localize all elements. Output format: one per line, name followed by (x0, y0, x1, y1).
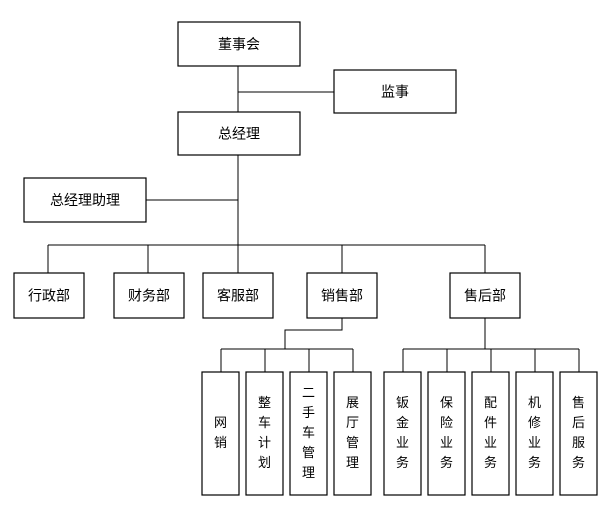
node-label-supervisor: 监事 (381, 85, 409, 101)
node-label-aftersales-unit-保险业务-char-0: 保 (440, 396, 453, 411)
connector-sales-drop (284, 318, 343, 349)
node-label-board: 董事会 (218, 37, 260, 53)
node-box-aftersales-unit-保险业务[interactable] (427, 371, 466, 496)
node-label-sales-unit-展厅管理-char-2: 管 (346, 436, 359, 451)
node-box-general_manager[interactable] (177, 111, 301, 156)
node-label-aftersales-unit-售后服务-char-2: 服 (572, 436, 585, 451)
node-box-department-财务部[interactable] (113, 272, 185, 319)
node-label-department-行政部: 行政部 (28, 289, 70, 305)
node-supervisor[interactable]: 监事 (333, 69, 457, 114)
node-label-sales-unit-二手车管理-char-4: 理 (302, 466, 315, 481)
node-box-board[interactable] (177, 21, 301, 67)
node-label-sales-unit-展厅管理-char-0: 展 (346, 396, 359, 411)
node-label-aftersales-unit-钣金业务-char-1: 金 (396, 415, 409, 431)
connector-layer (47, 66, 580, 372)
node-label-aftersales-unit-保险业务-char-1: 险 (440, 416, 453, 431)
node-label-aftersales-unit-配件业务-char-3: 务 (484, 455, 497, 471)
node-box-sales-unit-整车计划[interactable] (245, 371, 284, 496)
node-label-aftersales-unit-配件业务-char-1: 件 (484, 416, 497, 431)
node-label-sales-unit-二手车管理-char-0: 二 (302, 386, 315, 401)
node-label-sales-unit-展厅管理-char-1: 厅 (346, 416, 359, 431)
node-label-sales-unit-整车计划-char-2: 计 (258, 436, 271, 451)
node-box-supervisor[interactable] (333, 69, 457, 114)
node-department-财务部[interactable]: 财务部 (113, 272, 185, 319)
node-box-aftersales-unit-钣金业务[interactable] (383, 371, 422, 496)
node-label-aftersales-unit-配件业务-char-0: 配 (484, 396, 497, 411)
node-general_manager[interactable]: 总经理 (177, 111, 301, 156)
node-label-sales-unit-整车计划-char-0: 整 (258, 396, 271, 411)
node-label-aftersales-unit-钣金业务-char-3: 务 (396, 455, 409, 471)
node-label-gm_assistant: 总经理助理 (50, 193, 120, 209)
node-label-sales-unit-整车计划-char-3: 划 (258, 456, 271, 471)
node-label-aftersales-unit-售后服务-char-3: 务 (572, 455, 585, 471)
node-box-aftersales-unit-机修业务[interactable] (515, 371, 554, 496)
node-label-sales-unit-二手车管理-char-3: 管 (302, 446, 315, 461)
node-label-sales-unit-展厅管理-char-3: 理 (346, 456, 359, 471)
node-label-general_manager: 总经理 (218, 127, 260, 143)
node-box-department-售后部[interactable] (449, 272, 521, 319)
node-label-aftersales-unit-售后服务-char-1: 后 (572, 416, 585, 431)
node-label-aftersales-unit-售后服务-char-0: 售 (572, 395, 585, 411)
node-box-department-客服部[interactable] (202, 272, 274, 319)
node-box-department-销售部[interactable] (306, 272, 378, 319)
node-label-aftersales-unit-保险业务-char-2: 业 (440, 436, 453, 451)
node-label-sales-unit-网销-char-1: 销 (214, 436, 227, 451)
node-department-售后部[interactable]: 售后部 (449, 272, 521, 319)
node-label-aftersales-unit-机修业务-char-3: 务 (528, 455, 541, 471)
node-box-sales-unit-展厅管理[interactable] (333, 371, 372, 496)
node-label-department-售后部: 售后部 (464, 289, 506, 305)
node-label-aftersales-unit-机修业务-char-0: 机 (528, 396, 541, 411)
node-box-department-行政部[interactable] (13, 272, 85, 319)
node-label-aftersales-unit-钣金业务-char-2: 业 (396, 436, 409, 451)
node-label-sales-unit-二手车管理-char-1: 手 (302, 406, 315, 421)
node-label-aftersales-unit-机修业务-char-1: 修 (528, 416, 541, 431)
node-gm_assistant[interactable]: 总经理助理 (23, 177, 147, 223)
node-box-gm_assistant[interactable] (23, 177, 147, 223)
node-label-aftersales-unit-配件业务-char-2: 业 (484, 436, 497, 451)
node-label-aftersales-unit-机修业务-char-2: 业 (528, 436, 541, 451)
node-layer: 董事会监事总经理总经理助理行政部财务部客服部销售部售后部网销整车计划二手车管理展… (13, 21, 598, 496)
node-label-department-销售部: 销售部 (321, 289, 363, 305)
node-sales-unit-网销[interactable]: 网销 (201, 371, 240, 496)
node-department-销售部[interactable]: 销售部 (306, 272, 378, 319)
node-label-aftersales-unit-保险业务-char-3: 务 (440, 455, 453, 471)
node-board[interactable]: 董事会 (177, 21, 301, 67)
node-department-行政部[interactable]: 行政部 (13, 272, 85, 319)
node-label-department-客服部: 客服部 (217, 288, 259, 305)
node-label-aftersales-unit-钣金业务-char-0: 钣 (396, 396, 409, 411)
node-department-客服部[interactable]: 客服部 (202, 272, 274, 319)
node-box-aftersales-unit-售后服务[interactable] (559, 371, 598, 496)
node-label-sales-unit-整车计划-char-1: 车 (258, 415, 271, 431)
node-box-sales-unit-网销[interactable] (201, 371, 240, 496)
node-label-sales-unit-网销-char-0: 网 (214, 416, 227, 431)
node-box-aftersales-unit-配件业务[interactable] (471, 371, 510, 496)
node-label-sales-unit-二手车管理-char-2: 车 (302, 425, 315, 441)
node-label-department-财务部: 财务部 (128, 289, 170, 305)
node-box-sales-unit-二手车管理[interactable] (289, 371, 328, 496)
